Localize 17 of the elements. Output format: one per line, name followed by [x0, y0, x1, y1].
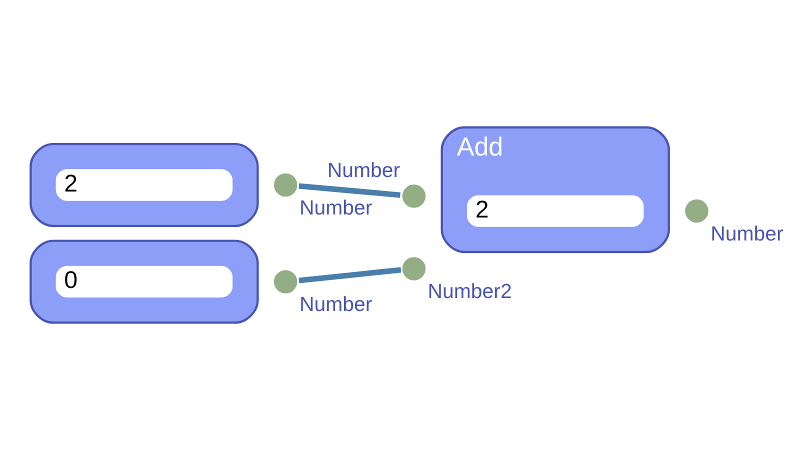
node-circle: [682, 196, 712, 226]
node-label: Number: [327, 159, 400, 182]
node-circle: [271, 170, 300, 200]
node-circle: [400, 254, 428, 284]
node-label: Number: [299, 196, 372, 220]
node-label: Number: [299, 293, 372, 316]
cluster: [30, 142, 259, 228]
connector: [298, 183, 400, 198]
node-label: Number: [710, 222, 784, 246]
cluster: [30, 240, 259, 324]
connector: [298, 267, 402, 284]
node-circle: [271, 267, 300, 296]
node-label: Number2: [428, 280, 512, 304]
node-circle: [400, 182, 428, 211]
node-box: 2: [56, 169, 233, 201]
node-box: 0: [56, 266, 233, 298]
node-box: 2: [466, 195, 644, 227]
